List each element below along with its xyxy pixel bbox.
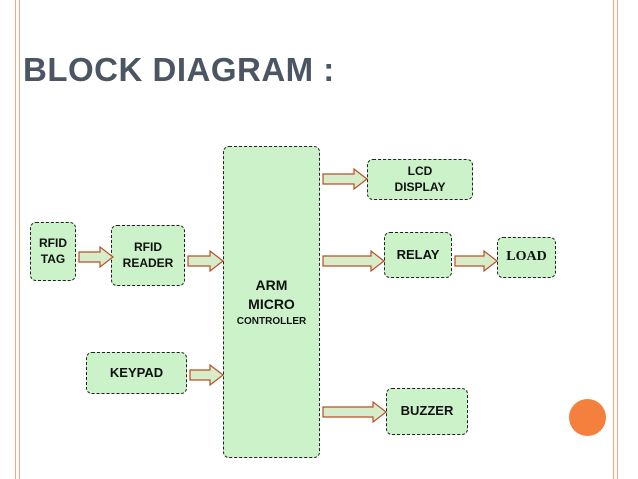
controller-label: CONTROLLER [236, 315, 307, 327]
load-label: LOAD [506, 249, 547, 265]
keypad-label: KEYPAD [109, 364, 164, 380]
arm-micro-label: ARM MICRO [248, 277, 295, 312]
keypad-block: KEYPAD [86, 352, 187, 394]
lcd-display-label: LCD DISPLAY [394, 163, 446, 194]
frame-line-left [15, 0, 16, 479]
rfid-reader-label: RFID READER [122, 239, 174, 270]
relay-block: RELAY [384, 232, 452, 278]
buzzer-block: BUZZER [386, 388, 468, 435]
lcd-display-block: LCD DISPLAY [367, 159, 473, 200]
arm-controller-block: ARM MICRO CONTROLLER [223, 146, 320, 458]
frame-line-left-inner [19, 0, 20, 479]
arrow-keypad-to-arm [189, 364, 224, 386]
decorative-orange-circle [569, 399, 606, 436]
rfid-tag-block: RFID TAG [30, 222, 76, 281]
arrow-arm-to-lcd [322, 168, 368, 190]
arrow-arm-to-buzzer [322, 401, 387, 423]
arrow-reader-to-arm [187, 250, 224, 272]
frame-line-right-inner [617, 0, 618, 479]
arrow-tag-to-reader [78, 246, 114, 268]
load-block: LOAD [497, 237, 556, 278]
arrow-relay-to-load [454, 250, 498, 272]
rfid-reader-block: RFID READER [111, 225, 185, 286]
rfid-tag-label: RFID TAG [39, 235, 67, 266]
relay-label: RELAY [396, 246, 440, 262]
buzzer-label: BUZZER [400, 403, 454, 419]
arrow-arm-to-relay [322, 250, 385, 272]
slide-title: BLOCK DIAGRAM : [23, 51, 335, 88]
frame-line-right [613, 0, 614, 479]
